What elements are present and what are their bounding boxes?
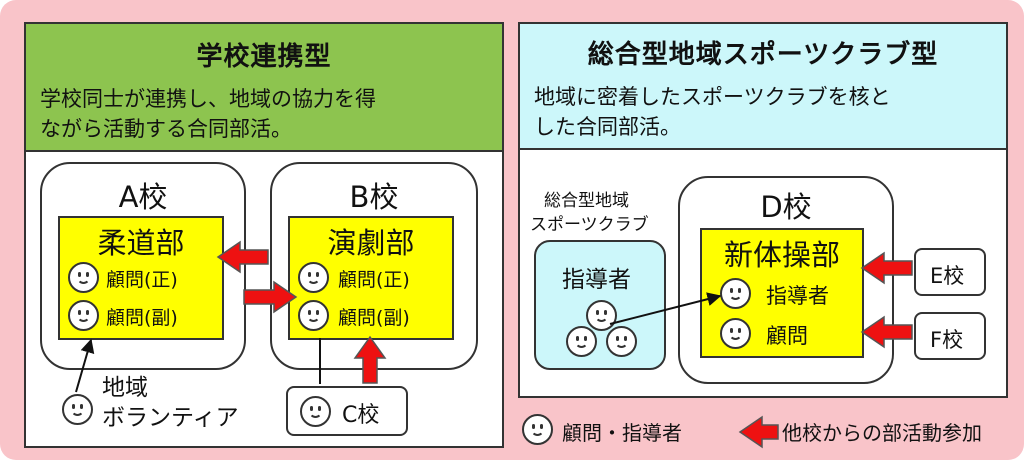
advisor-face-icon bbox=[68, 262, 99, 293]
legend-face-icon bbox=[522, 414, 553, 445]
volunteer-label-line2: ボランティア bbox=[102, 405, 239, 431]
instructor-label: 指導者 bbox=[766, 284, 829, 308]
sports-club-header: 総合型地域スポーツクラブ型 地域に密着したスポーツクラブを核と した合同部活。 bbox=[520, 24, 1006, 150]
participation-arrow-left bbox=[216, 240, 269, 274]
sports-club-label-line1: 総合型地域 bbox=[544, 191, 629, 211]
legend-arrow-label: 他校からの部活動参加 bbox=[782, 421, 982, 445]
instructor-face-icon bbox=[566, 326, 597, 357]
school-c-box: C校 bbox=[286, 386, 408, 436]
school-collaboration-desc-line2: ながら活動する合同部活。 bbox=[40, 117, 292, 141]
school-collaboration-desc-line1: 学校同士が連携し、地域の協力を得 bbox=[40, 87, 376, 111]
judo-club-title: 柔道部 bbox=[97, 226, 185, 260]
advisor-sub-label: 顧問(副) bbox=[338, 307, 410, 329]
school-b-label: B校 bbox=[349, 180, 399, 214]
school-d-label: D校 bbox=[760, 190, 812, 224]
drama-club-title: 演劇部 bbox=[327, 226, 415, 260]
school-f-label: F校 bbox=[930, 328, 964, 352]
volunteer-face-icon bbox=[62, 394, 93, 425]
instructor-face-icon bbox=[586, 300, 617, 331]
school-a-label: A校 bbox=[118, 180, 168, 214]
sports-club-panel: 総合型地域スポーツクラブ型 地域に密着したスポーツクラブを核と した合同部活。 … bbox=[518, 22, 1008, 398]
school-b: B校 演劇部 顧問(正) 顧問(副) bbox=[270, 162, 478, 370]
advisor-label: 顧問 bbox=[766, 324, 808, 348]
sports-club-desc-line1: 地域に密着したスポーツクラブを核と bbox=[534, 85, 891, 109]
advisor-face-icon bbox=[720, 318, 751, 349]
sports-club-box: 指導者 bbox=[534, 240, 666, 370]
legend-arrow-icon bbox=[738, 415, 779, 449]
advisor-face-icon bbox=[68, 300, 99, 331]
advisor-face-icon bbox=[300, 396, 331, 427]
instructor-dispatch-arrow bbox=[609, 292, 722, 325]
sports-club-label-line2: スポーツクラブ bbox=[530, 215, 649, 235]
advisor-main-label: 顧問(正) bbox=[338, 269, 410, 291]
school-collaboration-header: 学校連携型 学校同士が連携し、地域の協力を得 ながら活動する合同部活。 bbox=[26, 24, 502, 152]
participation-arrow-f bbox=[860, 315, 913, 349]
participation-arrow-right bbox=[243, 280, 298, 314]
school-collaboration-title: 学校連携型 bbox=[196, 42, 332, 72]
volunteer-label-line1: 地域 bbox=[102, 375, 148, 401]
sports-club-title: 総合型地域スポーツクラブ型 bbox=[587, 40, 939, 70]
legend-face-label: 顧問・指導者 bbox=[562, 421, 682, 445]
school-d: D校 新体操部 指導者 顧問 bbox=[678, 176, 894, 384]
school-f-box: F校 bbox=[914, 312, 986, 360]
advisor-sub-label: 顧問(副) bbox=[106, 307, 178, 329]
school-a: A校 柔道部 顧問(正) 顧問(副) bbox=[40, 162, 246, 370]
instructor-face-icon bbox=[606, 326, 637, 357]
gymnastics-club-title: 新体操部 bbox=[723, 238, 840, 272]
volunteer-support-arrow bbox=[75, 338, 95, 393]
judo-club-box: 柔道部 顧問(正) 顧問(副) bbox=[58, 216, 224, 340]
school-e-box: E校 bbox=[914, 248, 986, 296]
sports-club-instructor-label: 指導者 bbox=[562, 267, 631, 293]
sports-club-desc-line2: した合同部活。 bbox=[534, 115, 681, 139]
participation-arrow-e bbox=[860, 251, 913, 285]
school-collaboration-panel: 学校連携型 学校同士が連携し、地域の協力を得 ながら活動する合同部活。 A校 柔… bbox=[24, 22, 504, 448]
drama-club-box: 演劇部 顧問(正) 顧問(副) bbox=[288, 216, 454, 340]
advisor-face-icon bbox=[298, 300, 329, 331]
advisor-face-icon bbox=[298, 262, 329, 293]
gymnastics-club-box: 新体操部 指導者 顧問 bbox=[700, 228, 864, 358]
participation-arrow-up bbox=[353, 335, 387, 384]
advisor-main-label: 顧問(正) bbox=[106, 269, 178, 291]
school-c-label: C校 bbox=[342, 403, 380, 428]
school-e-label: E校 bbox=[930, 264, 965, 288]
